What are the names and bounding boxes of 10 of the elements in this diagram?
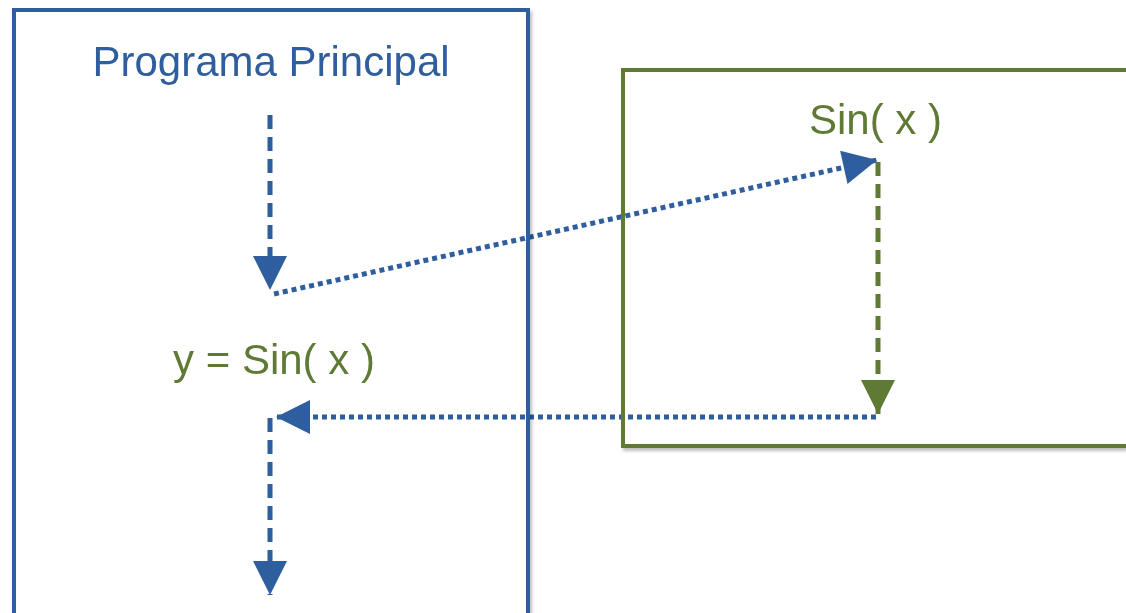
- arrow: [861, 162, 895, 414]
- arrow: [273, 150, 878, 297]
- program-box: [12, 8, 530, 613]
- call-statement: y = Sin( x ): [173, 336, 375, 383]
- arrow: [253, 418, 287, 595]
- arrow: [253, 115, 287, 290]
- box-title: Programa Principal: [92, 38, 450, 85]
- function-title: Sin( x ): [809, 96, 942, 143]
- function-box: [621, 68, 1126, 448]
- arrow: [276, 400, 876, 434]
